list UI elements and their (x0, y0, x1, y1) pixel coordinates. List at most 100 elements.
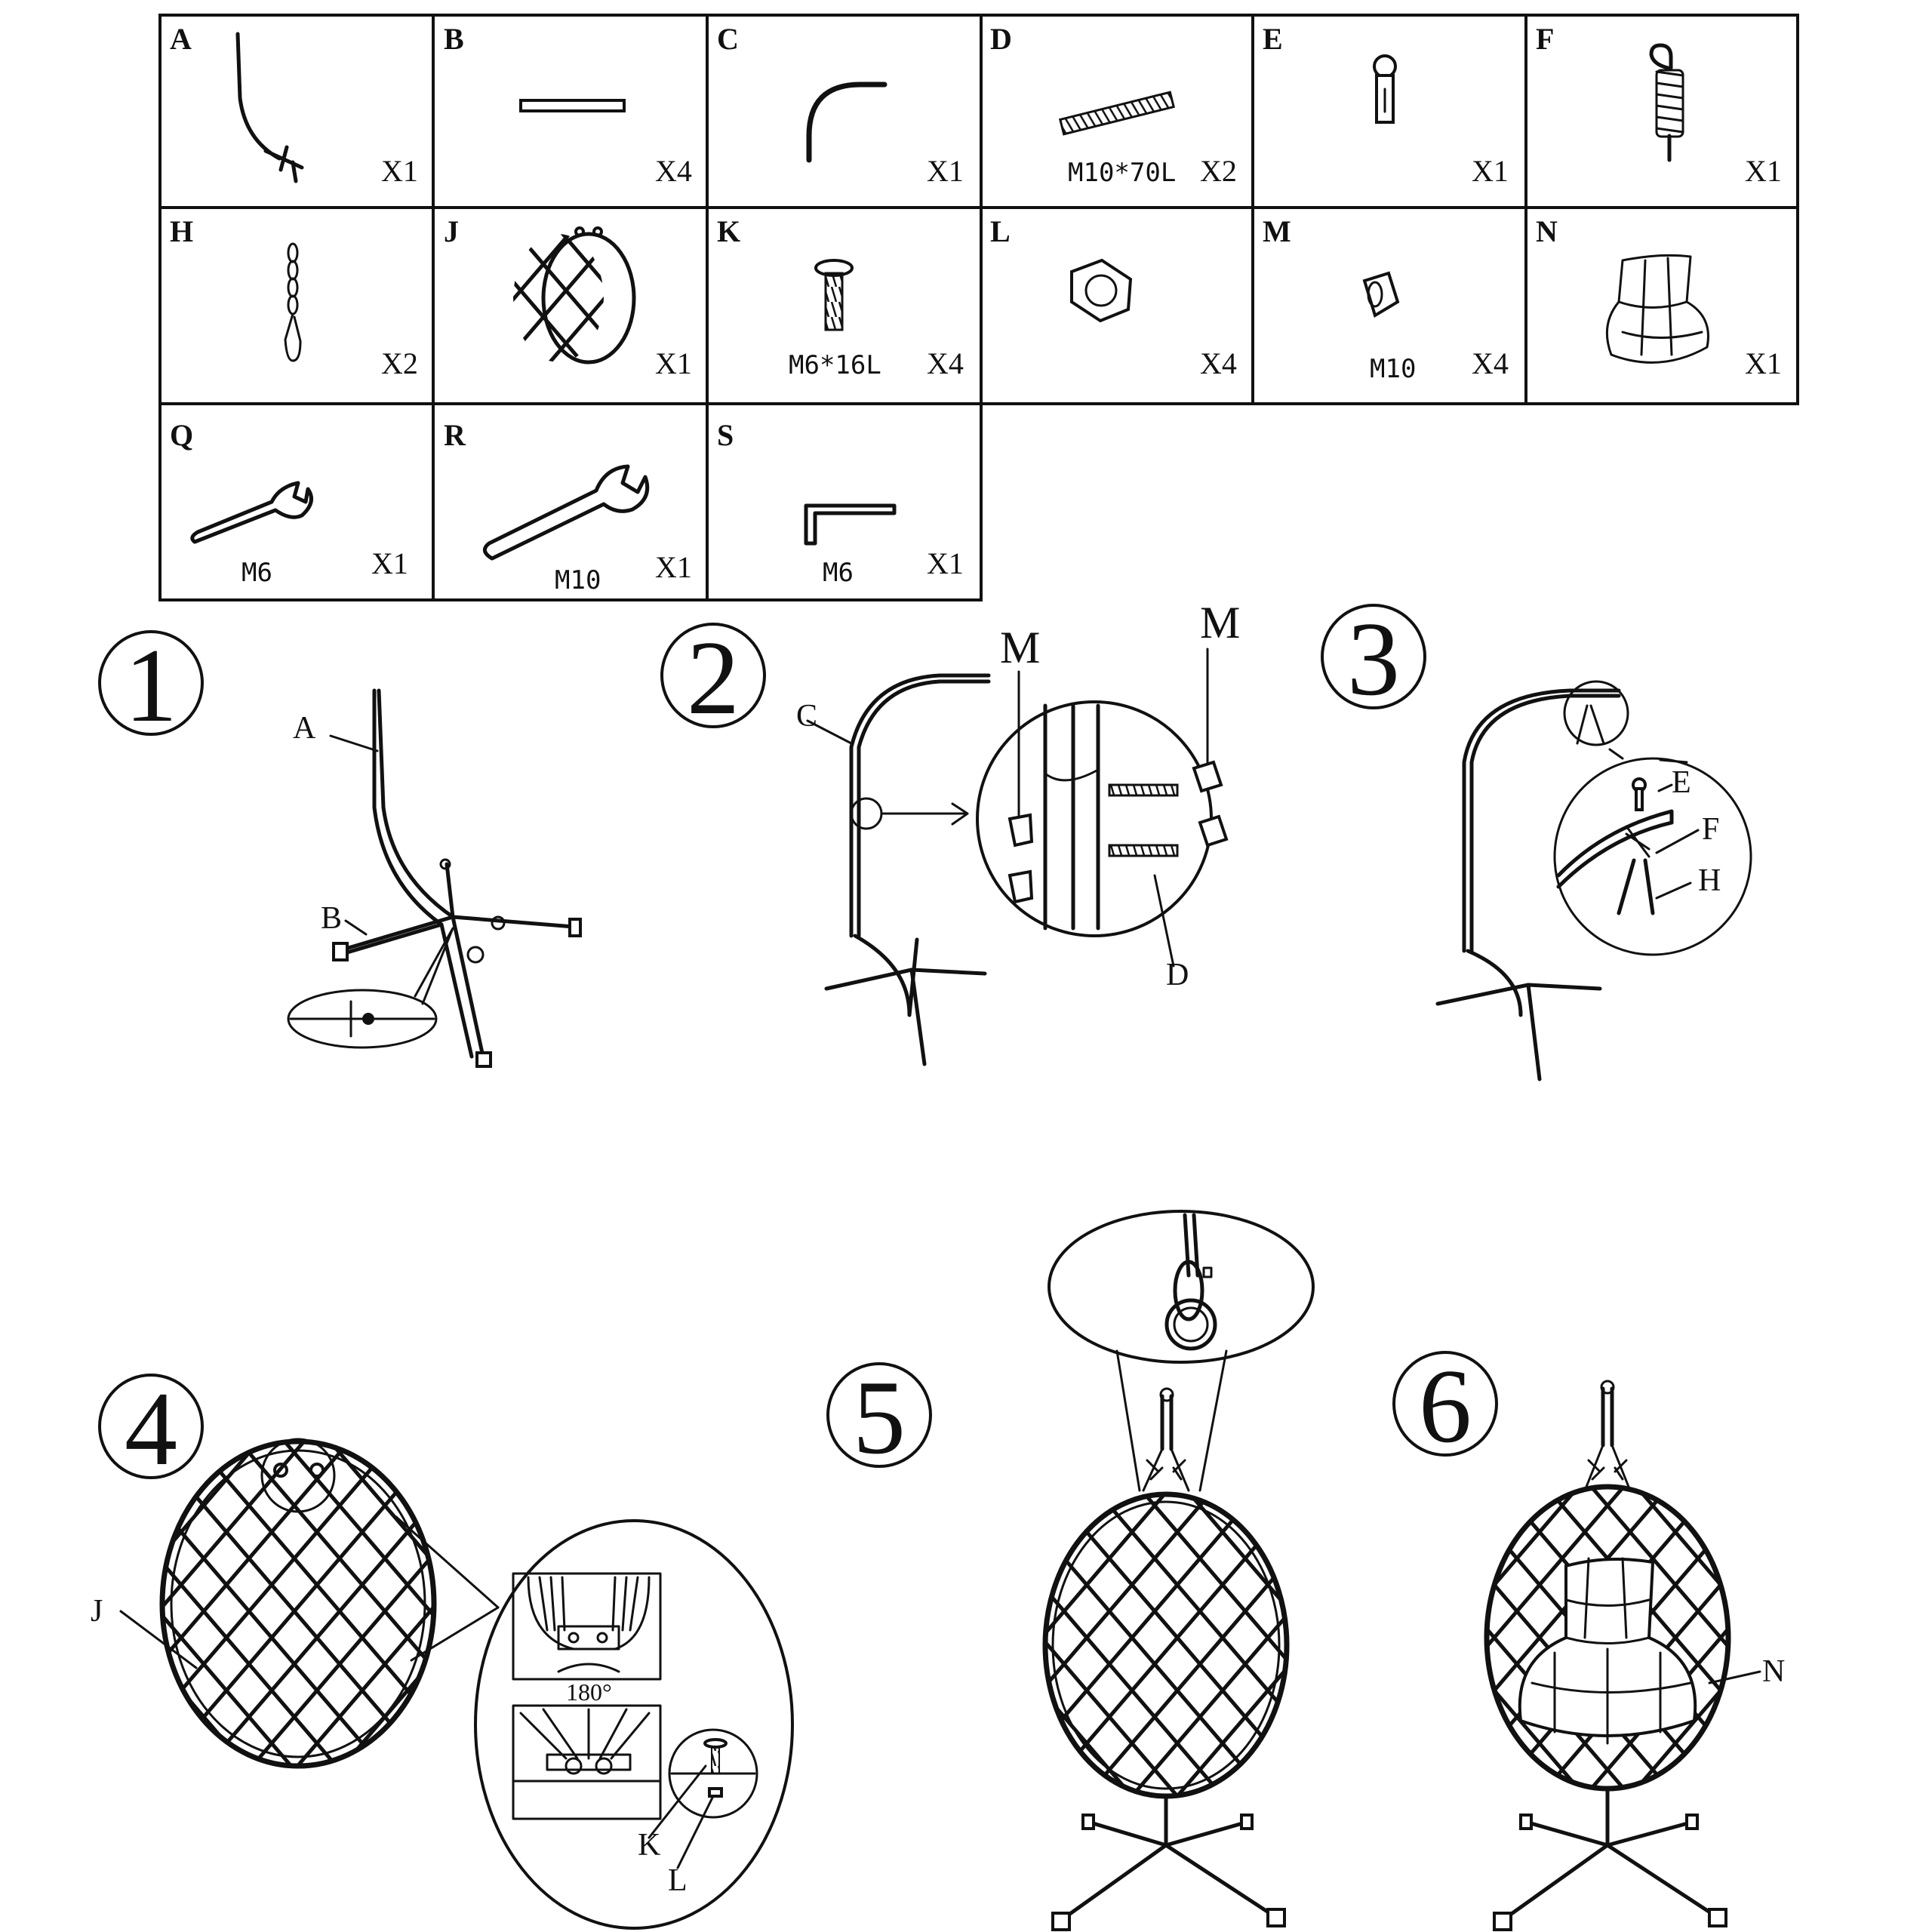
svg-text:K: K (717, 214, 740, 248)
part-r-drawing (482, 464, 650, 561)
step-6: 6 N (1392, 1348, 1785, 1931)
svg-text:X2: X2 (381, 346, 418, 380)
part-cell-c: C X1 (717, 22, 964, 188)
svg-text:3: 3 (1347, 601, 1400, 718)
part-f-drawing (1649, 43, 1684, 162)
step-2: 2 C M M D (660, 598, 1240, 1066)
callout-b: B (321, 901, 342, 936)
part-cell-j: J X1 (444, 214, 692, 380)
callout-m-left: M (1000, 623, 1040, 672)
svg-text:M6: M6 (242, 558, 272, 588)
part-l-drawing (1070, 258, 1133, 323)
step-number-circle (98, 630, 204, 736)
step-4: 4 J K L 180° (91, 1371, 794, 1930)
svg-text:M6: M6 (823, 558, 854, 588)
part-cell-r: R M10 X1 (444, 418, 692, 595)
svg-text:X1: X1 (371, 546, 408, 580)
svg-text:X1: X1 (655, 346, 692, 380)
stand-base-drawing (287, 688, 582, 1068)
part-cell-m: M M10 X4 (1263, 214, 1509, 384)
svg-text:X1: X1 (1745, 154, 1782, 188)
svg-text:X4: X4 (1472, 346, 1509, 380)
svg-text:M10: M10 (555, 565, 601, 595)
part-cell-b: B X4 (444, 22, 692, 188)
callout-h: H (1698, 863, 1721, 898)
step-number: 1 (125, 627, 177, 744)
callout-f: F (1702, 812, 1719, 847)
svg-text:5: 5 (853, 1359, 906, 1476)
part-cell-n: N X1 (1536, 214, 1782, 380)
part-cell-f: F X1 (1536, 22, 1782, 188)
step-3: 3 E F H (1321, 601, 1752, 1081)
svg-text:M6*16L: M6*16L (789, 350, 881, 380)
callout-j: J (91, 1594, 103, 1629)
svg-text:X4: X4 (1200, 346, 1237, 380)
part-c-drawing (806, 82, 888, 163)
part-cell-s: S M6 X1 (717, 418, 964, 588)
callout-d: D (1166, 958, 1189, 992)
part-cell-a: A X1 (170, 22, 418, 188)
svg-text:H: H (170, 214, 193, 248)
callout-k: K (638, 1828, 660, 1863)
hung-egg-chair-drawing (1042, 1210, 1315, 1931)
part-m-drawing (1362, 271, 1400, 318)
part-cell-l: L X4 (990, 214, 1237, 380)
step-5: 5 (826, 1210, 1315, 1931)
svg-text:X1: X1 (655, 550, 692, 584)
svg-text:X1: X1 (1472, 154, 1509, 188)
svg-text:M10: M10 (1370, 354, 1416, 384)
egg-chair-frame-drawing (119, 1438, 794, 1930)
svg-text:S: S (717, 418, 734, 452)
part-cell-k: K M6*16L X4 (717, 214, 964, 380)
callout-l: L (668, 1863, 688, 1898)
part-s-drawing (804, 503, 897, 546)
rotation-angle: 180° (566, 1678, 612, 1706)
part-letter: A (170, 22, 192, 56)
callout-e: E (1672, 765, 1691, 800)
step-1: 1 A B (98, 627, 582, 1068)
callout-m-right: M (1200, 598, 1240, 648)
svg-text:X1: X1 (927, 546, 964, 580)
parts-table (158, 14, 1799, 601)
callout-a: A (293, 711, 316, 746)
svg-text:6: 6 (1419, 1348, 1472, 1465)
part-cell-d: D M10*70L X2 (990, 22, 1237, 188)
svg-text:J: J (444, 214, 459, 248)
svg-text:Q: Q (170, 418, 193, 452)
callout-c: C (796, 699, 817, 734)
svg-text:X4: X4 (927, 346, 964, 380)
stand-with-hanger-drawing (1435, 680, 1752, 1081)
svg-text:N: N (1536, 214, 1558, 248)
part-qty: X1 (381, 154, 418, 188)
svg-text:D: D (990, 22, 1012, 56)
svg-text:F: F (1536, 22, 1554, 56)
callout-n: N (1762, 1654, 1785, 1689)
part-h-drawing (284, 242, 302, 362)
svg-text:B: B (444, 22, 464, 56)
svg-text:C: C (717, 22, 739, 56)
svg-text:2: 2 (687, 620, 740, 737)
part-a-drawing (235, 32, 304, 183)
part-cell-e: E X1 (1263, 22, 1509, 188)
svg-text:X2: X2 (1200, 154, 1237, 188)
svg-text:M: M (1263, 214, 1291, 248)
part-k-drawing (814, 259, 854, 331)
svg-text:4: 4 (125, 1371, 177, 1487)
svg-text:M10*70L: M10*70L (1068, 158, 1176, 188)
svg-text:X1: X1 (1745, 346, 1782, 380)
part-n-drawing (1605, 254, 1709, 364)
part-j-drawing (513, 226, 636, 365)
part-d-drawing (1058, 91, 1176, 136)
part-q-drawing (190, 481, 313, 544)
part-b-drawing (519, 99, 626, 112)
egg-chair-with-cushion-drawing (1484, 1380, 1761, 1931)
svg-text:E: E (1263, 22, 1283, 56)
part-cell-h: H X2 (170, 214, 418, 380)
part-cell-q: Q M6 X1 (170, 418, 408, 588)
stand-with-arm-drawing (806, 648, 1229, 1066)
svg-text:R: R (444, 418, 466, 452)
svg-text:X1: X1 (927, 154, 964, 188)
svg-text:L: L (990, 214, 1011, 248)
svg-text:X4: X4 (655, 154, 692, 188)
